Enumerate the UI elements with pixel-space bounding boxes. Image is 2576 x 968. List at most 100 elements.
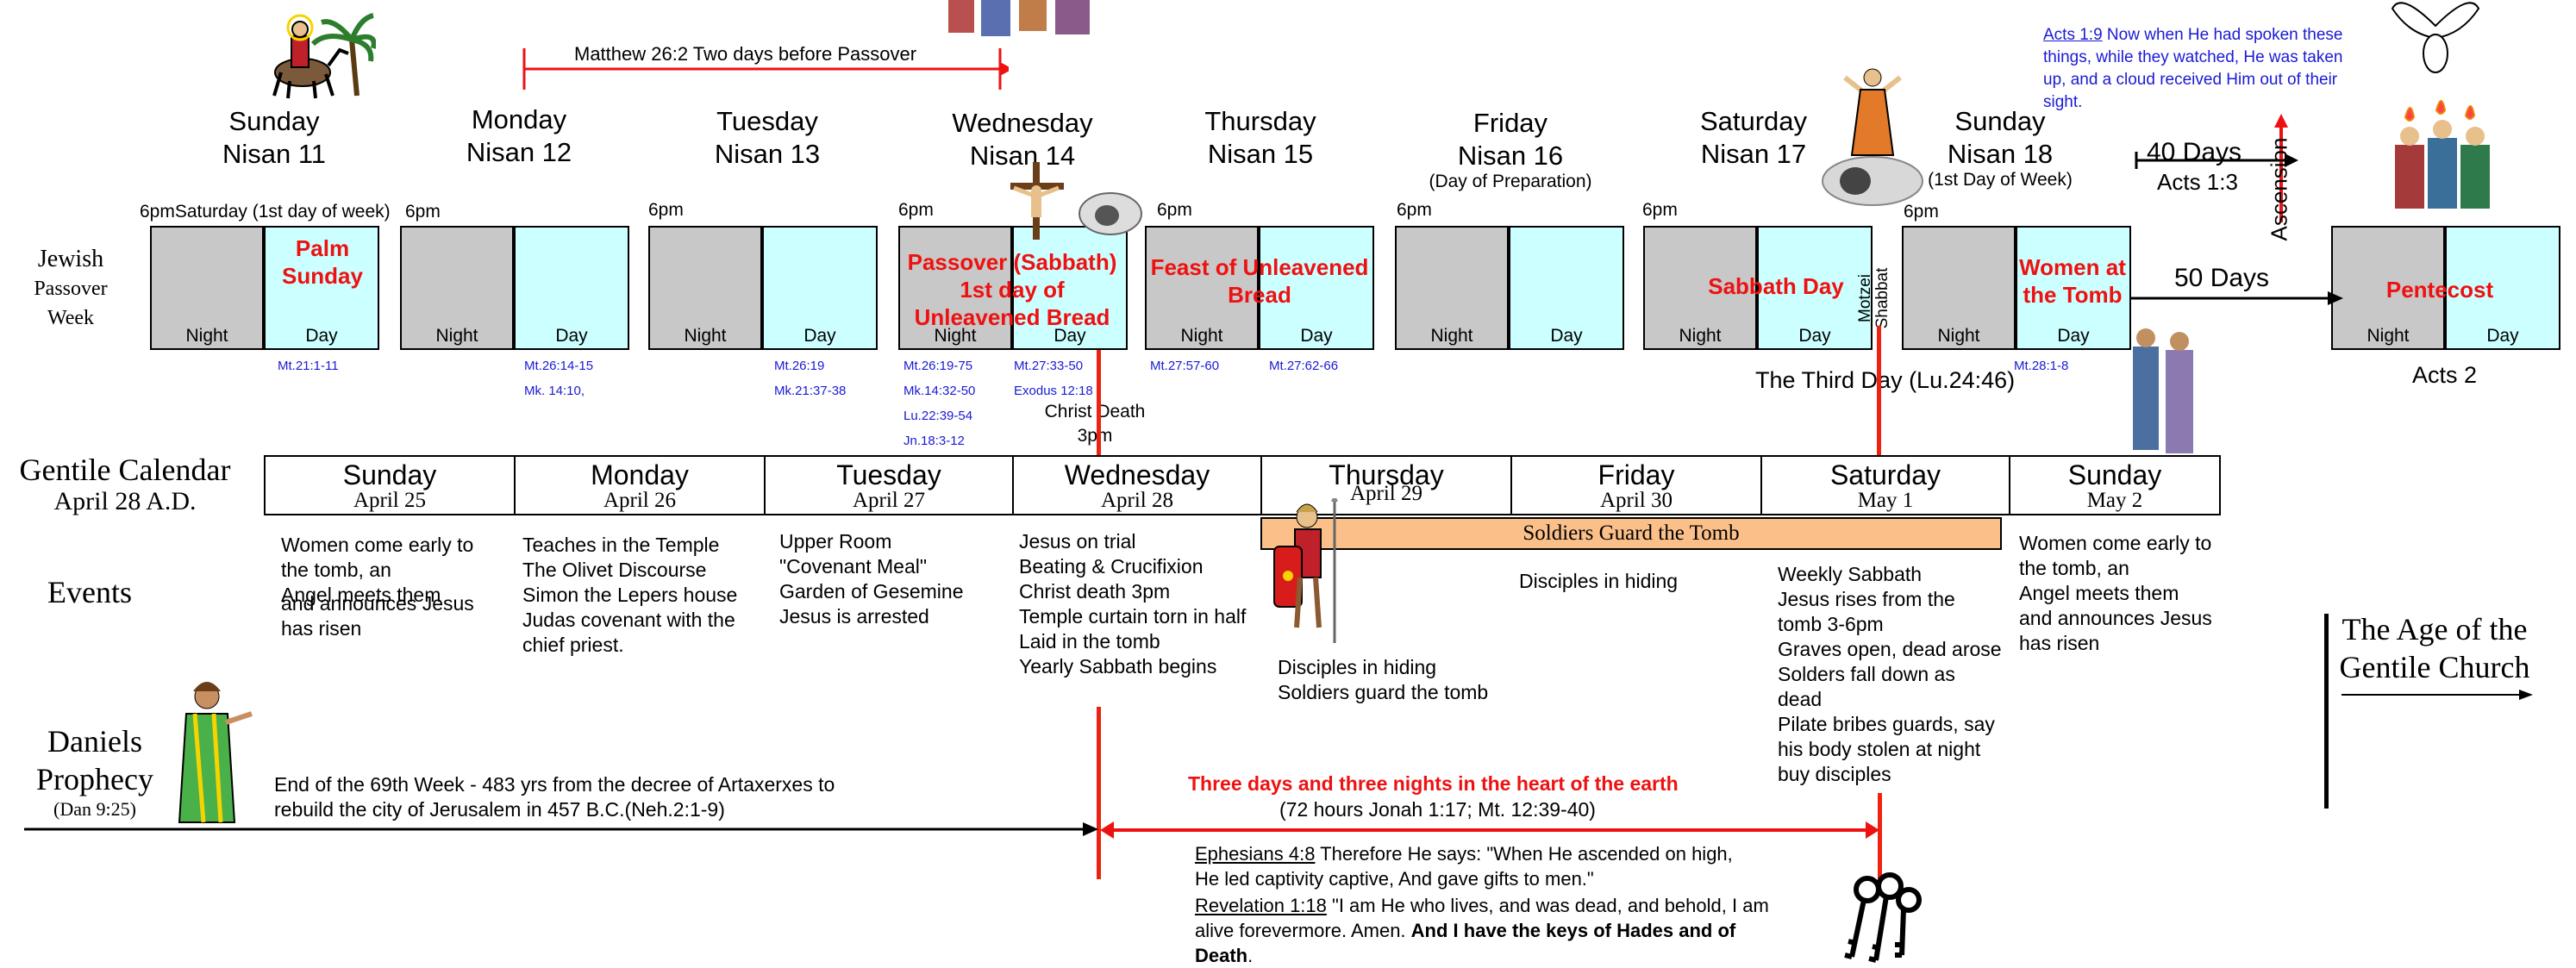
refs-sunday-18: Mt.28:1-8	[2014, 353, 2068, 378]
events-tuesday: Upper Room "Covenant Meal" Garden of Ges…	[779, 529, 964, 629]
pentecost-disciples-icon	[2395, 100, 2490, 209]
scripture-ref[interactable]: Mt.26:14-15	[524, 359, 594, 373]
revelation-ref[interactable]: Revelation 1:18	[1195, 895, 1327, 916]
gentile-date: April 29	[1349, 482, 1423, 505]
scripture-ref[interactable]: Mt.28:1-8	[2014, 359, 2069, 373]
quote-bold: And I have the keys of Hades and of	[1410, 920, 1736, 941]
quote-text: .	[1247, 945, 1254, 966]
revelation-quote: Revelation 1:18 "I am He who lives, and …	[1195, 893, 1769, 968]
scripture-ref[interactable]: Mk.21:37-38	[774, 384, 847, 398]
resurrection-line-upper	[1877, 326, 1881, 455]
event-line: Angel meets them	[2019, 582, 2179, 604]
nisan-date: Nisan 17	[1700, 139, 1807, 169]
quote-line: He led captivity captive, And gave gifts…	[1195, 868, 1594, 890]
resurrection-line-lower	[1878, 793, 1882, 879]
six-pm-label: 6pm	[1397, 200, 1432, 220]
gentile-date: April 30	[1599, 489, 1673, 512]
scripture-ref[interactable]: Mk.14:32-50	[903, 384, 976, 398]
crucifixion-line-lower	[1097, 707, 1101, 879]
event-line: chief priest.	[522, 634, 624, 656]
nisan-date: Nisan 13	[714, 139, 821, 169]
day-name: Monday	[471, 104, 567, 134]
quote-line: Revelation 1:18 "I am He who lives, and …	[1195, 893, 1769, 918]
night-box: Night	[648, 226, 762, 350]
night-box: Night	[1902, 226, 2016, 350]
acts-1-9-ref[interactable]: Acts 1:9	[2043, 26, 2103, 44]
gentile-church-bar	[2324, 614, 2329, 809]
scripture-ref[interactable]: Jn.18:3-12	[903, 434, 965, 448]
ascension-label: Ascension	[2262, 133, 2297, 245]
gentile-date: April 27	[852, 489, 926, 512]
gentile-day-name: Friday	[1597, 459, 1675, 490]
quote-text: "I am He who lives, and was dead, and be…	[1326, 895, 1769, 916]
event-line: Disciples in hiding	[1519, 570, 1679, 592]
events-friday: Disciples in hiding	[1519, 569, 1678, 594]
quote-line: Death.	[1195, 943, 1769, 968]
motzei-shabbat-label: Motzei Shabbat	[1855, 248, 1893, 334]
event-line: Graves open, dead arose	[1778, 638, 2002, 660]
scripture-ref[interactable]: Exodus 12:18	[1014, 384, 1093, 398]
crucifixion-line-upper	[1097, 350, 1101, 455]
day-note: (1st Day of Week)	[1928, 170, 2073, 190]
events-saturday: Weekly Sabbath Jesus rises from the tomb…	[1778, 562, 2002, 787]
day-label: Day	[1054, 326, 1086, 346]
christ-death-note: Christ Death 3pm	[1035, 400, 1155, 448]
quote-text: Therefore He says: "When He ascended on …	[1315, 843, 1733, 865]
day-box: Day	[1012, 226, 1128, 350]
day-box: Day	[762, 226, 878, 350]
event-line: and announces Jesus	[281, 592, 474, 615]
scripture-ref[interactable]: Lu.22:39-54	[903, 409, 973, 423]
acts-2-label: Acts 2	[2412, 362, 2478, 388]
gentile-date: May 2	[2086, 489, 2143, 512]
night-label: Night	[1430, 326, 1473, 346]
three-days-subtitle: (72 hours Jonah 1:17; Mt. 12:39-40)	[1279, 798, 1596, 821]
gentile-day-name: Thursday	[1329, 459, 1444, 490]
event-line: Solders fall down as	[1778, 663, 1955, 685]
nisan-date: Nisan 16	[1457, 141, 1564, 171]
scripture-ref[interactable]: Mt.27:62-66	[1269, 359, 1339, 373]
soldiers-guard-bar: Soldiers Guard the Tomb	[1260, 517, 2002, 550]
scripture-ref[interactable]: Mt.26:19	[774, 359, 825, 373]
label-line: Passover	[34, 278, 108, 300]
scripture-ref[interactable]: Mt.21:1-11	[278, 359, 339, 373]
six-pm-label: 6pm	[1904, 202, 1939, 222]
scripture-ref[interactable]: Mt.27:57-60	[1150, 359, 1220, 373]
nisan-date: Nisan 14	[969, 141, 1076, 171]
event-line: Weekly Sabbath	[1778, 563, 1923, 585]
quote-line: Ephesians 4:8 Therefore He says: "When H…	[1195, 841, 1733, 866]
night-label: Night	[1937, 326, 1980, 346]
gentile-date: April 28	[1100, 489, 1174, 512]
gentile-date: April 25	[353, 489, 427, 512]
prophecy-line: rebuild the city of Jerusalem in 457 B.C…	[274, 798, 725, 821]
note-line: 3pm	[1077, 426, 1113, 446]
motzei-text: Motzei Shabbat	[1856, 267, 1891, 329]
scripture-ref[interactable]: Mt.26:19-75	[903, 359, 973, 373]
crucifix-icon	[1010, 162, 1142, 240]
events-label: Events	[47, 575, 132, 609]
nisan-date: Nisan 12	[466, 137, 572, 167]
women-figures-icon	[2133, 328, 2193, 453]
day-label: Day	[1798, 326, 1831, 346]
scripture-ref[interactable]: Mk. 14:10,	[524, 384, 585, 398]
events-thursday: Disciples in hiding Soldiers guard the t…	[1278, 655, 1488, 705]
day-label: Day	[803, 326, 836, 346]
note-line: Christ Death	[1044, 402, 1146, 422]
acts-1-3-label: Acts 1:3	[2157, 169, 2238, 195]
scripture-ref[interactable]: Mt.27:33-50	[1014, 359, 1084, 373]
jewish-passover-week-label: Jewish Passover Week	[19, 245, 122, 333]
event-line: the tomb, an	[281, 559, 391, 581]
quote-line: alive forevermore. Amen. And I have the …	[1195, 918, 1769, 943]
day-box: Day	[1757, 226, 1873, 350]
night-label: Night	[2367, 326, 2410, 346]
ephesians-ref[interactable]: Ephesians 4:8	[1195, 843, 1316, 865]
day-label: Day	[2057, 326, 2090, 346]
event-line: has risen	[281, 617, 362, 640]
label-line: Week	[47, 307, 95, 329]
day-name: Thursday	[1204, 106, 1316, 136]
day-label: Day	[2486, 326, 2519, 346]
day-name: Tuesday	[716, 106, 818, 136]
acts-1-9-note: Acts 1:9 Now when He had spoken these th…	[2043, 24, 2362, 114]
